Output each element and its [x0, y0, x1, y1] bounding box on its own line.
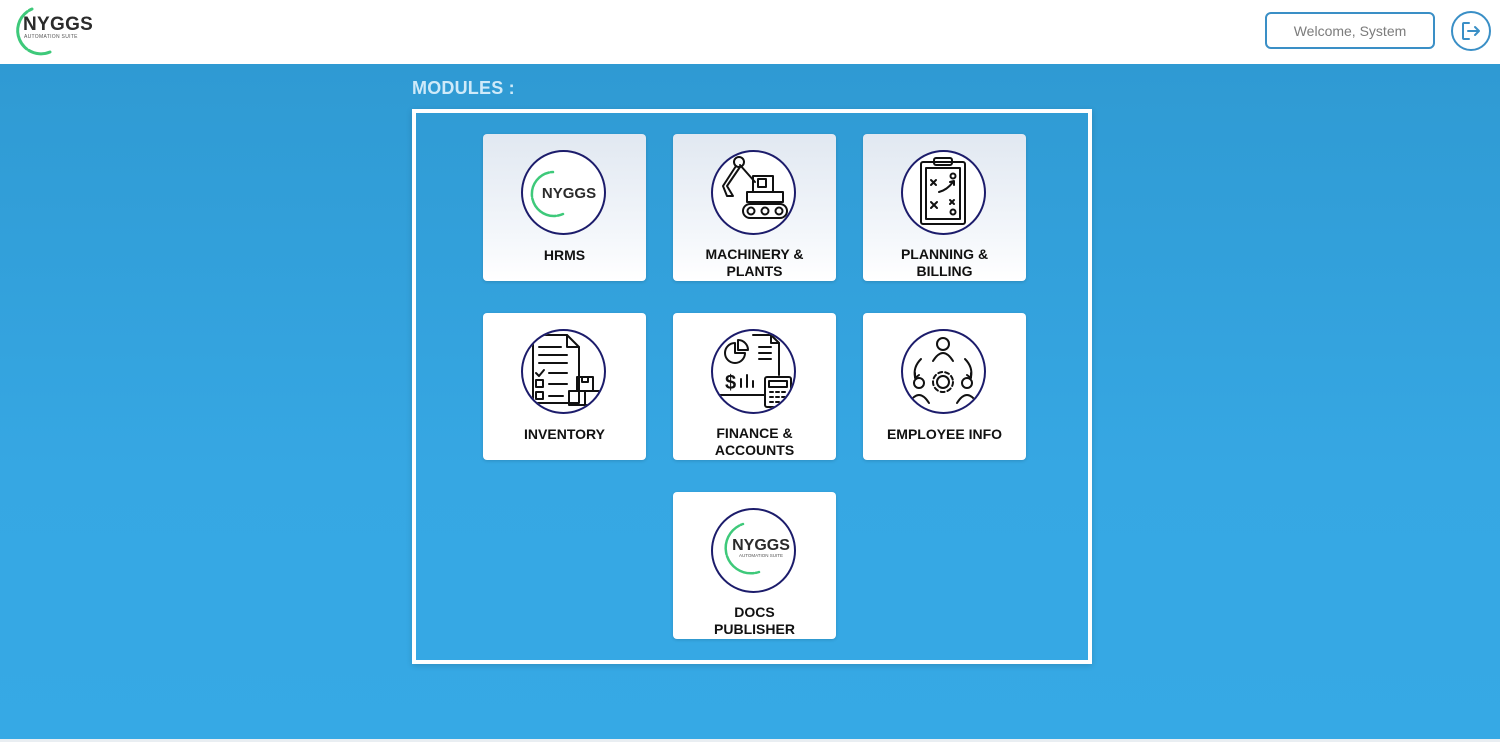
module-label: EMPLOYEE INFO	[886, 426, 1003, 442]
finance-calculator-icon: $	[711, 329, 796, 414]
svg-text:$: $	[725, 372, 736, 394]
module-label: INVENTORY	[524, 426, 605, 442]
docs-logo-text: NYGGS	[732, 537, 790, 554]
docs-logo-subtext: AUTOMATION SUITE	[739, 553, 783, 558]
module-label: FINANCE & ACCOUNTS	[714, 425, 795, 458]
module-label: MACHINERY & PLANTS	[705, 246, 804, 279]
employee-network-icon	[901, 329, 986, 414]
nyggs-logo[interactable]: NYGGS AUTOMATION SUITE	[10, 5, 94, 57]
logo-subtext: AUTOMATION SUITE	[24, 34, 78, 40]
excavator-icon	[711, 150, 796, 235]
hrms-logo-text: NYGGS	[542, 185, 596, 202]
welcome-label: Welcome, System	[1293, 22, 1407, 39]
module-card-employee-info[interactable]: EMPLOYEE INFO	[863, 313, 1026, 460]
clipboard-plan-icon	[901, 150, 986, 235]
module-label: DOCS PUBLISHER	[714, 604, 795, 637]
module-card-planning-billing[interactable]: PLANNING & BILLING	[863, 134, 1026, 281]
logout-icon	[1462, 22, 1480, 40]
modules-panel	[412, 109, 1092, 664]
nyggs-suite-logo-icon: NYGGS AUTOMATION SUITE	[711, 508, 796, 593]
bottom-strip	[0, 739, 1500, 742]
module-label: PLANNING & BILLING	[900, 246, 989, 279]
logo-ring-icon	[16, 7, 52, 56]
module-card-machinery-plants[interactable]: MACHINERY & PLANTS	[673, 134, 836, 281]
main-area: MODULES : NYGGS HRMS MACHINERY & P	[0, 64, 1500, 739]
top-bar: NYGGS AUTOMATION SUITE Welcome, System	[0, 0, 1500, 64]
inventory-checklist-icon	[521, 329, 606, 414]
nyggs-logo-icon: NYGGS	[521, 150, 606, 235]
module-card-docs-publisher[interactable]: NYGGS AUTOMATION SUITE DOCS PUBLISHER	[673, 492, 836, 639]
modules-title: MODULES :	[412, 78, 515, 98]
welcome-user-button[interactable]: Welcome, System	[1265, 12, 1435, 49]
logout-button[interactable]	[1451, 11, 1491, 51]
module-card-hrms[interactable]: NYGGS HRMS	[483, 134, 646, 281]
logo-text: NYGGS	[23, 14, 94, 35]
module-card-inventory[interactable]: INVENTORY	[483, 313, 646, 460]
module-card-finance-accounts[interactable]: $ FINANCE & ACCOUNTS	[673, 313, 836, 460]
module-label: HRMS	[543, 247, 586, 263]
